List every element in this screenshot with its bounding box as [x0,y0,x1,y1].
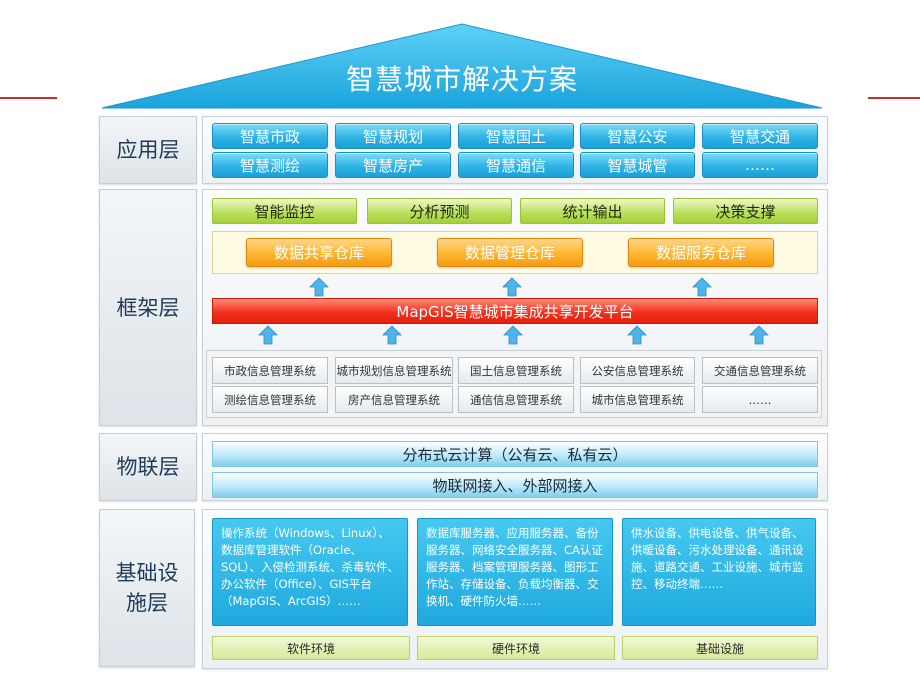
right-red-line [868,97,920,99]
capability-item[interactable]: 统计输出 [520,198,665,224]
env-label-facility: 基础设施 [622,636,818,660]
up-arrow-icon [502,277,522,297]
app-item[interactable]: 智慧国土 [458,123,574,149]
capability-item[interactable]: 决策支撑 [673,198,818,224]
layer-label-infra: 基础设施层 [99,509,195,667]
app-item[interactable]: 智慧城管 [580,152,695,178]
software-box: 操作系统（Windows、Linux）、数据库管理软件（Oracle、SQL）、… [212,518,408,626]
page-title: 智慧城市解决方案 [345,63,578,96]
up-arrow-icon [692,277,712,297]
app-item[interactable]: 智慧房产 [335,152,451,178]
system-item[interactable]: 通信信息管理系统 [458,386,574,413]
layer-label-app: 应用层 [99,116,197,184]
cloud-computing-bar[interactable]: 分布式云计算（公有云、私有云） [212,441,818,467]
app-item[interactable]: 智慧市政 [212,123,328,149]
app-item[interactable]: 智慧通信 [458,152,574,178]
layer-label-framework: 框架层 [99,189,197,426]
system-item[interactable]: 国土信息管理系统 [458,357,574,384]
layer-label-iot: 物联层 [99,433,197,501]
roof-triangle [101,23,823,109]
system-item[interactable]: 市政信息管理系统 [212,357,328,384]
repository-item[interactable]: 数据管理仓库 [437,238,583,267]
platform-bar[interactable]: MapGIS智慧城市集成共享开发平台 [212,298,818,324]
up-arrow-icon [382,325,402,345]
facility-box: 供水设备、供电设备、供气设备、供暖设备、污水处理设备、通讯设施、道路交通、工业设… [622,518,816,626]
repository-item[interactable]: 数据共享仓库 [246,238,392,267]
system-item[interactable]: 房产信息管理系统 [335,386,453,413]
up-arrow-icon [503,325,523,345]
app-item[interactable]: 智慧公安 [580,123,695,149]
app-item[interactable]: 智慧规划 [335,123,451,149]
up-arrow-icon [258,325,278,345]
capability-item[interactable]: 智能监控 [212,198,357,224]
system-item[interactable]: 城市信息管理系统 [580,386,695,413]
capability-item[interactable]: 分析预测 [367,198,512,224]
app-item[interactable]: 智慧交通 [702,123,818,149]
system-item[interactable]: 测绘信息管理系统 [212,386,328,413]
repository-item[interactable]: 数据服务仓库 [628,238,774,267]
env-label-hardware: 硬件环境 [417,636,615,660]
env-label-software: 软件环境 [212,636,410,660]
system-item[interactable]: …… [702,386,818,413]
system-item[interactable]: 城市规划信息管理系统 [335,357,453,384]
up-arrow-icon [309,277,329,297]
app-item[interactable]: …… [702,152,818,178]
up-arrow-icon [627,325,647,345]
network-access-bar[interactable]: 物联网接入、外部网接入 [212,472,818,498]
app-item[interactable]: 智慧测绘 [212,152,328,178]
hardware-box: 数据库服务器、应用服务器、备份服务器、网络安全服务器、CA认证服务器、档案管理服… [417,518,613,626]
left-red-line [0,97,57,99]
system-item[interactable]: 交通信息管理系统 [702,357,818,384]
system-item[interactable]: 公安信息管理系统 [580,357,695,384]
up-arrow-icon [749,325,769,345]
